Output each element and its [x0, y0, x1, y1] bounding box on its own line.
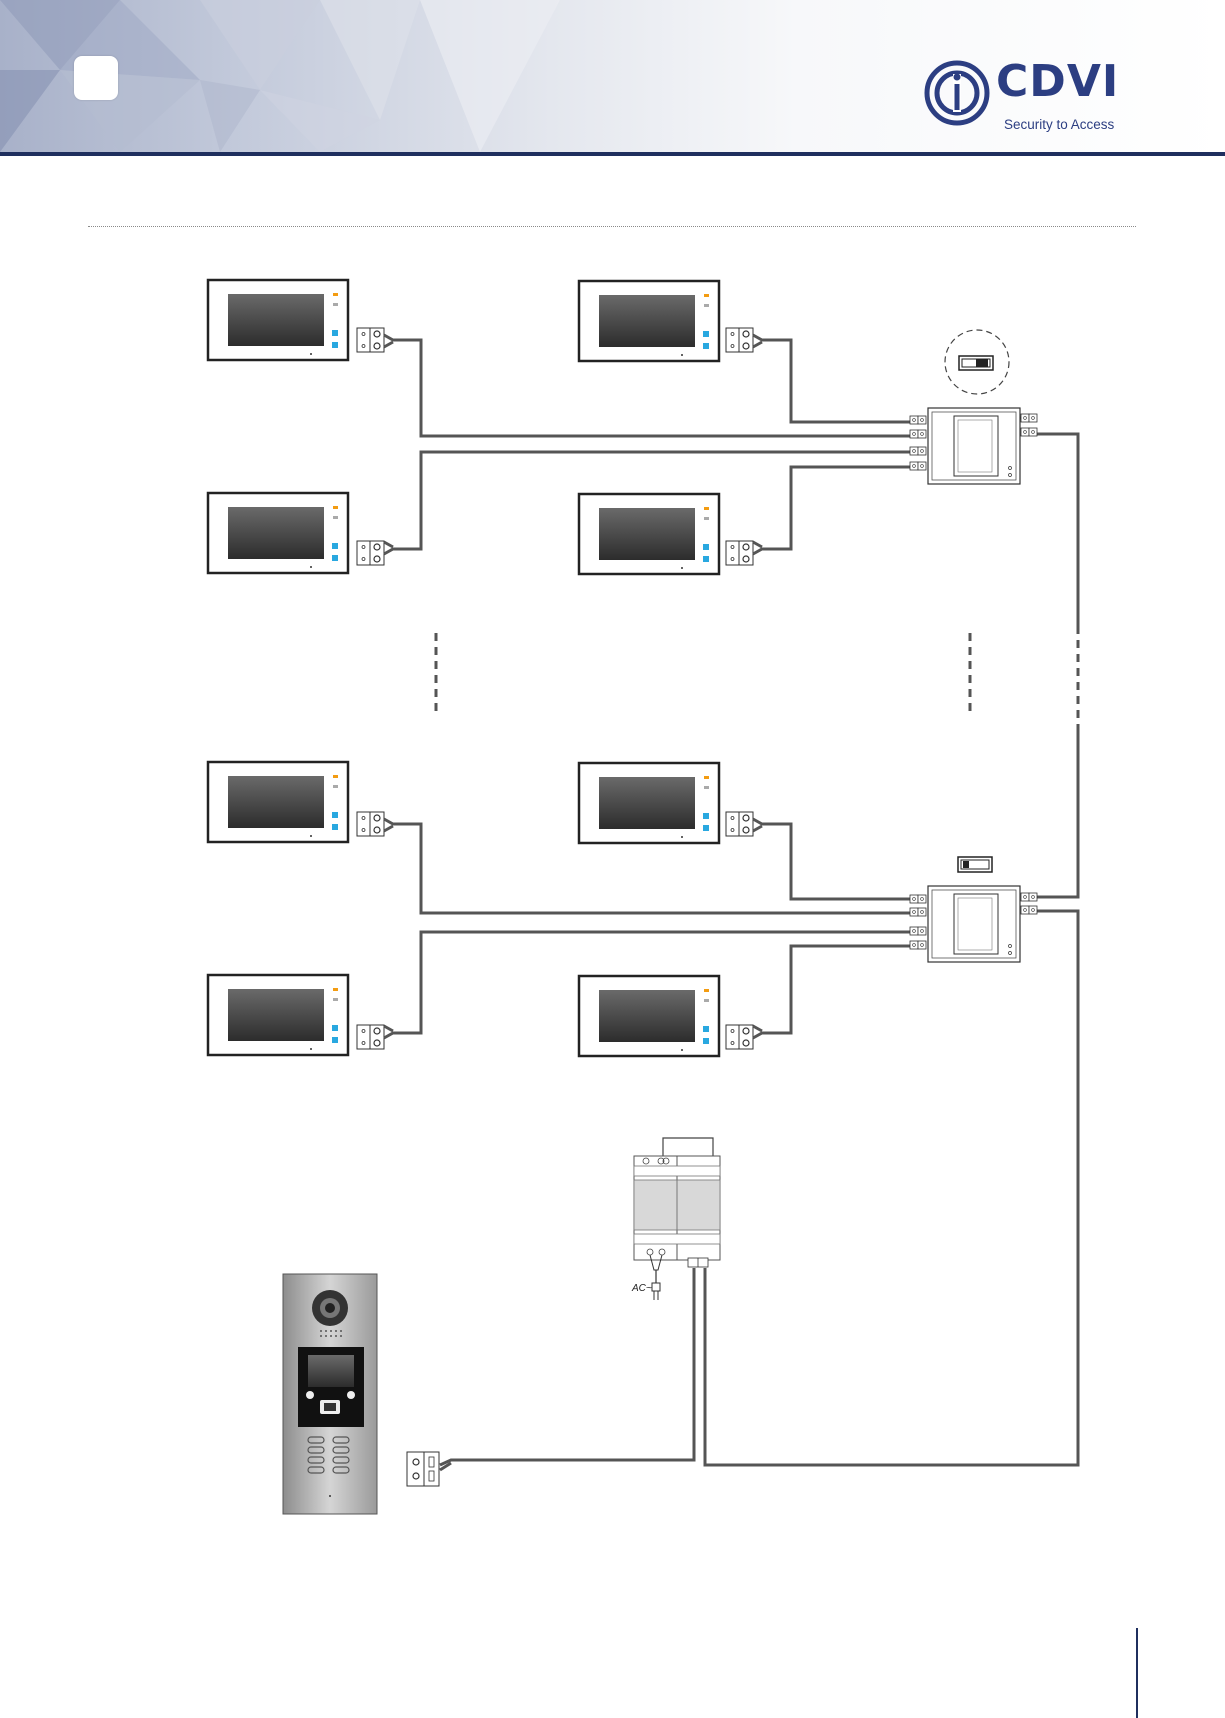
dip-switch-zoom [945, 330, 1009, 394]
ac-power-label: AC~ [631, 1283, 652, 1294]
monitor-1 [208, 280, 348, 360]
monitor-4 [579, 494, 719, 574]
dip-switch [958, 857, 992, 872]
monitor-6 [579, 763, 719, 843]
continuation-lines [436, 626, 1078, 728]
monitor-2 [579, 281, 719, 361]
power-supply [634, 1138, 720, 1300]
door-station [283, 1274, 377, 1514]
door-station-connector [407, 1452, 439, 1486]
monitor-8 [579, 976, 719, 1056]
monitor-5 [208, 762, 348, 842]
monitor-7 [208, 975, 348, 1055]
distributor-1 [910, 408, 1037, 484]
monitor-3 [208, 493, 348, 573]
footer-rule [1136, 1628, 1138, 1718]
distributor-2 [910, 886, 1037, 962]
